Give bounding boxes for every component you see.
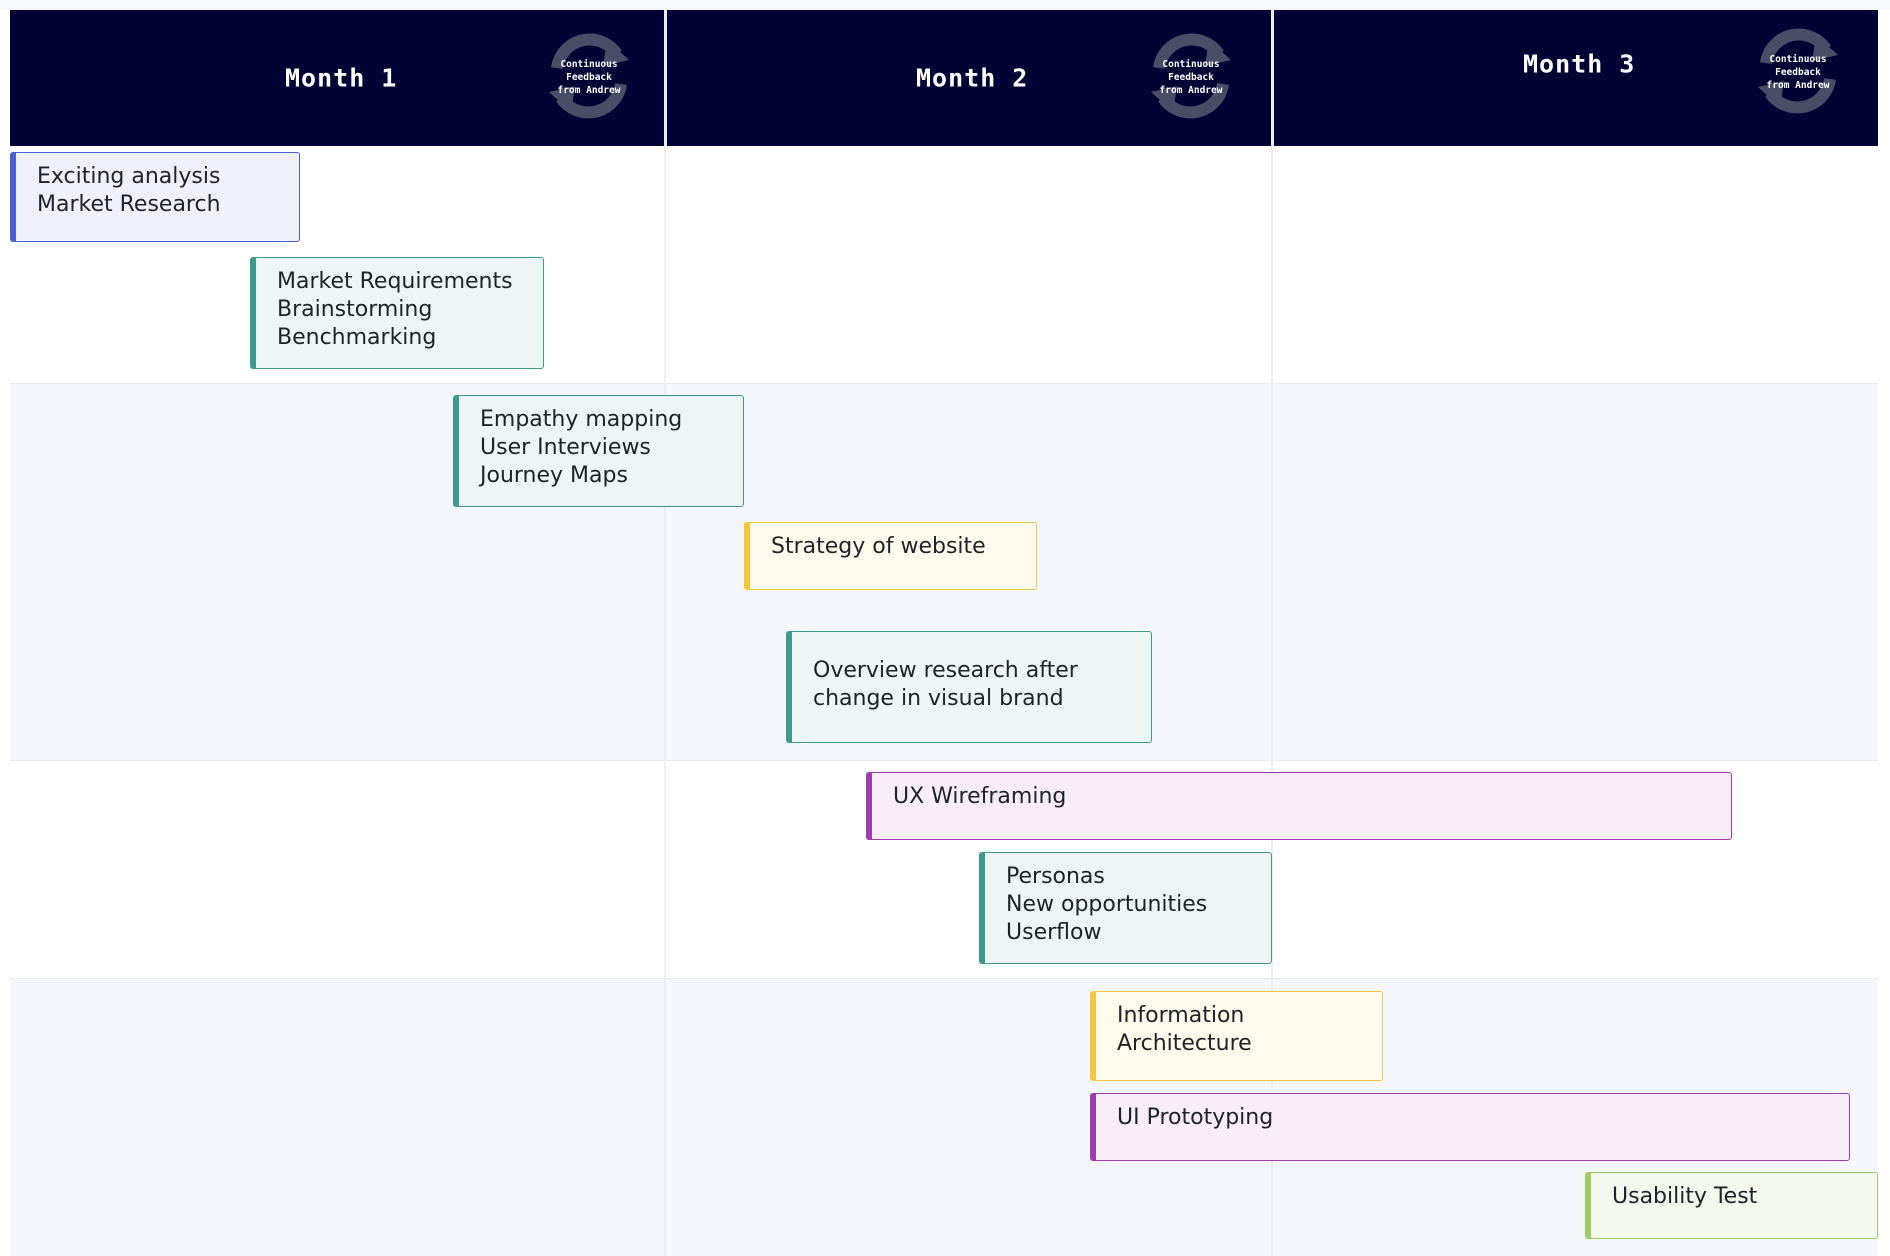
swimlane-divider	[10, 383, 1878, 384]
month-title: Month 1	[285, 63, 398, 93]
top-strip	[0, 0, 1890, 10]
feedback-label: Continuous Feedback from Andrew	[1159, 59, 1223, 96]
month-title: Month 2	[916, 63, 1029, 93]
feedback-label: Continuous Feedback from Andrew	[557, 59, 621, 96]
column-divider	[1271, 146, 1273, 1256]
refresh-cycle-icon	[1151, 33, 1231, 119]
month-title: Month 3	[1523, 49, 1636, 79]
task-card-personas[interactable]: Personas New opportunities Userflow	[979, 852, 1272, 964]
feedback-cycle-badge: Continuous Feedback from Andrew	[543, 30, 635, 122]
header-separator	[1271, 10, 1274, 146]
month-header-1[interactable]: Month 1 Continuous Feedback from Andrew	[10, 10, 664, 146]
swimlane-divider	[10, 978, 1878, 979]
task-card-information-architecture[interactable]: Information Architecture	[1090, 991, 1383, 1081]
feedback-cycle-badge: Continuous Feedback from Andrew	[1752, 25, 1844, 117]
swimlane-divider	[10, 760, 1878, 761]
task-card-ux-wireframing[interactable]: UX Wireframing	[866, 772, 1732, 840]
refresh-cycle-icon	[549, 33, 629, 119]
task-card-market-requirements[interactable]: Market Requirements Brainstorming Benchm…	[250, 257, 544, 369]
refresh-cycle-icon	[1758, 28, 1838, 114]
feedback-cycle-badge: Continuous Feedback from Andrew	[1145, 30, 1237, 122]
feedback-label: Continuous Feedback from Andrew	[1766, 54, 1830, 91]
header-separator	[664, 10, 667, 146]
task-card-strategy-of-website[interactable]: Strategy of website	[744, 522, 1037, 590]
task-card-empathy-mapping[interactable]: Empathy mapping User Interviews Journey …	[453, 395, 744, 507]
task-card-ui-prototyping[interactable]: UI Prototyping	[1090, 1093, 1850, 1161]
month-header-3[interactable]: Month 3 Continuous Feedback from Andrew	[1274, 10, 1878, 146]
task-card-exciting-analysis[interactable]: Exciting analysis Market Research	[10, 152, 300, 242]
task-card-overview-research[interactable]: Overview research after change in visual…	[786, 631, 1152, 743]
column-divider	[664, 146, 666, 1256]
task-card-usability-test[interactable]: Usability Test	[1585, 1172, 1878, 1239]
month-header-2[interactable]: Month 2 Continuous Feedback from Andrew	[667, 10, 1271, 146]
